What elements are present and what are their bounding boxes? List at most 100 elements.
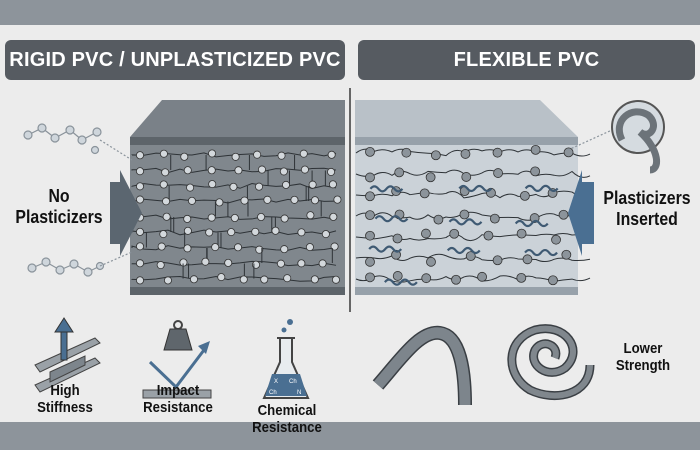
polymer-bead xyxy=(421,273,432,284)
plasticizer-molecule xyxy=(384,278,418,286)
polymer-bead xyxy=(201,257,210,266)
polymer-bead xyxy=(548,275,558,286)
polymer-bead xyxy=(310,275,319,284)
polymer-bead xyxy=(183,166,192,175)
polymer-bead xyxy=(465,251,476,262)
polymer-bead xyxy=(333,195,342,204)
polymer-bead xyxy=(365,272,375,283)
polymer-chain xyxy=(131,245,337,251)
polymer-bead xyxy=(281,180,290,189)
polymer-bead xyxy=(477,271,487,282)
plasticizer-molecule xyxy=(368,245,403,253)
polymer-chain xyxy=(131,167,337,174)
polymer-bead xyxy=(251,227,260,236)
polymer-bead xyxy=(207,166,216,175)
polymer-bead xyxy=(135,276,144,285)
polymer-bead xyxy=(306,211,315,220)
polymer-bead xyxy=(161,168,170,177)
polymer-bead xyxy=(328,180,337,189)
polymer-bead xyxy=(208,149,217,158)
top-band xyxy=(0,0,700,25)
rolled-sheet-icon xyxy=(611,100,665,174)
header-rigid-pvc: RIGID PVC / UNPLASTICIZED PVC xyxy=(5,40,345,80)
polymer-bead xyxy=(135,151,144,160)
polymer-bead xyxy=(162,197,171,206)
polymer-bead xyxy=(365,172,375,183)
polymer-bead xyxy=(300,165,309,174)
polymer-bead xyxy=(489,213,500,224)
polymer-bead xyxy=(280,214,289,223)
polymer-bead xyxy=(392,271,403,281)
flask-text-ch-2: Ch xyxy=(269,390,277,396)
polymer-bead xyxy=(461,172,472,182)
polymer-bead xyxy=(297,259,306,268)
polymer-bead xyxy=(297,228,306,237)
i-beam-arrow-icon xyxy=(34,317,101,393)
flex-slab-top xyxy=(355,100,578,137)
polymer-bead xyxy=(230,214,239,223)
polymer-bead xyxy=(234,166,243,175)
polymer-bead xyxy=(135,259,144,268)
polymer-bead xyxy=(280,245,289,254)
polymer-chain xyxy=(131,275,337,282)
polymer-bead xyxy=(365,256,375,267)
polymer-bead xyxy=(305,243,314,252)
polymer-bead xyxy=(365,210,375,221)
plasticizer-molecule xyxy=(524,248,558,257)
polymer-bead xyxy=(421,228,431,239)
polymer-bead xyxy=(159,149,168,158)
polymer-bead xyxy=(163,276,172,285)
polymer-bead xyxy=(260,275,269,284)
polymer-bead xyxy=(551,234,561,245)
flask-text-n: N xyxy=(297,390,301,396)
polymer-bead xyxy=(231,152,240,161)
polymer-bead xyxy=(277,151,286,160)
weight-impact-icon xyxy=(142,320,212,399)
plasticizer-molecule xyxy=(446,246,481,255)
polymer-bead xyxy=(365,146,375,157)
polymer-bead xyxy=(365,191,375,202)
polymer-bead xyxy=(229,182,238,191)
rigid-slab-top xyxy=(130,100,345,137)
polymer-bead xyxy=(318,259,327,268)
plasticizer-molecule xyxy=(369,185,404,193)
polymer-chain xyxy=(355,169,591,178)
polymer-bead xyxy=(255,182,264,191)
polymer-bead xyxy=(135,227,144,236)
polymer-bead xyxy=(392,233,403,244)
polymer-bead xyxy=(433,214,444,225)
polymer-chain xyxy=(131,183,337,189)
polymer-bead xyxy=(187,196,196,205)
polymer-bead xyxy=(186,183,195,192)
polymer-bead xyxy=(257,165,266,174)
polymer-bead xyxy=(162,212,171,221)
polymer-bead xyxy=(530,166,541,177)
bottom-band xyxy=(0,422,700,450)
polymer-bead xyxy=(516,272,527,283)
polymer-bead xyxy=(310,196,319,205)
flex-slab-bottom-edge xyxy=(355,287,578,295)
polymer-bead xyxy=(189,275,198,284)
polymer-bead xyxy=(283,274,292,283)
arrow-left-icon xyxy=(568,170,594,256)
polymer-bead xyxy=(563,147,574,158)
polymer-bead xyxy=(271,226,280,235)
flask-text-ch-1: Ch xyxy=(289,379,297,385)
polymer-bead xyxy=(327,167,336,176)
polymer-bead xyxy=(227,228,236,237)
polymer-bead xyxy=(159,230,168,239)
polymer-bead xyxy=(327,150,336,159)
plasticizer-molecule xyxy=(458,184,493,193)
polymer-bead xyxy=(519,190,530,201)
polymer-bead xyxy=(135,195,144,204)
polymer-bead xyxy=(217,273,226,282)
polymer-bead xyxy=(299,149,308,158)
plasticizer-molecule xyxy=(524,184,559,192)
polymer-bead xyxy=(157,242,166,251)
polymer-bead xyxy=(430,150,441,161)
rigid-slab-top-edge xyxy=(130,137,345,145)
